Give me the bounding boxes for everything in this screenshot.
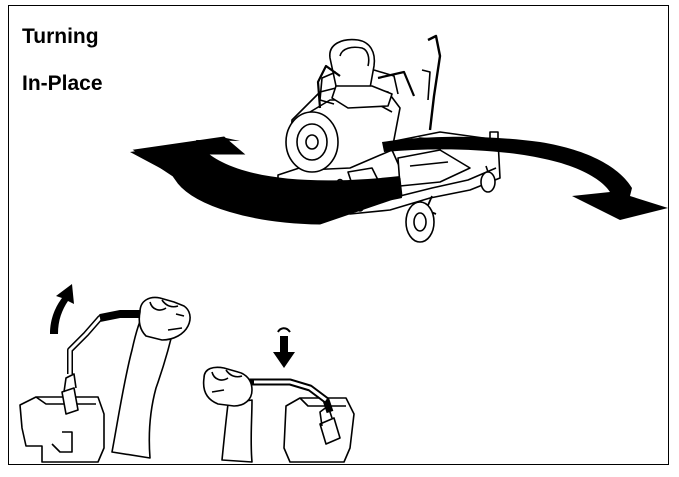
lever-pulled-back-illustration bbox=[202, 366, 355, 463]
arrow-down-icon bbox=[273, 327, 295, 368]
lever-pushed-forward-illustration bbox=[19, 296, 191, 463]
figure-title-line-2: In-Place bbox=[22, 72, 103, 95]
figure-title-line-1: Turning bbox=[22, 25, 99, 48]
curved-arrow-left-icon bbox=[130, 136, 403, 225]
curved-arrow-right-icon bbox=[382, 136, 668, 220]
curved-arrow-up-icon bbox=[50, 284, 74, 334]
figure-frame bbox=[8, 5, 669, 465]
